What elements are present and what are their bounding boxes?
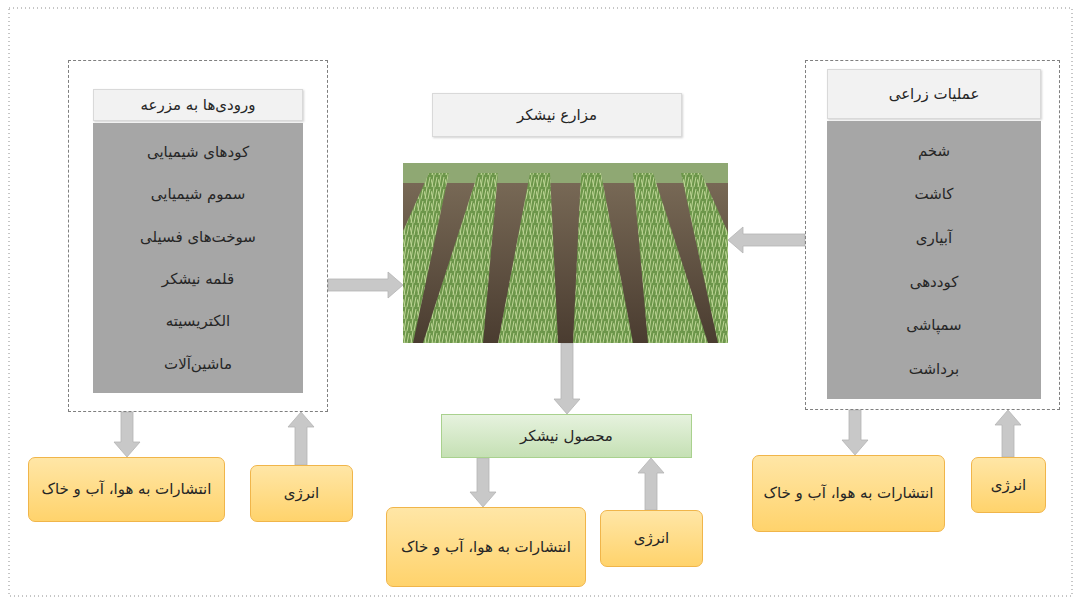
list-item: سموم شیمیایی xyxy=(99,184,297,204)
text-stack: انتشارات به هوا، آب و خاک xyxy=(39,479,214,499)
header-text: عملیات زراعی xyxy=(889,84,980,104)
flow-arrow xyxy=(554,343,580,414)
list-item: قلمه نیشکر xyxy=(99,269,297,289)
energy-box: انرژی xyxy=(971,457,1046,513)
emission-box: انتشارات به هوا، آب و خاک xyxy=(752,455,945,532)
header-text: ورودی‌ها به مزرعه xyxy=(141,95,256,115)
flow-arrow xyxy=(842,410,868,455)
box-text: انرژی xyxy=(982,475,1035,495)
flow-arrow xyxy=(328,272,403,298)
header-box: ورودی‌ها به مزرعه xyxy=(93,89,303,121)
list-item: الکتریسیته xyxy=(99,311,297,331)
header-box: عملیات زراعی xyxy=(827,69,1041,119)
group-box: عملیات زراعی شخم کاشت آبیاری کوددهی سمپاشی برد… xyxy=(805,60,1060,410)
list-item: ماشین‌آلات xyxy=(99,354,297,374)
list-item: کوددهی xyxy=(833,272,1035,292)
list-box: شخم کاشت آبیاری کوددهی سمپاشی برداشت xyxy=(827,121,1041,399)
box-text: انرژی xyxy=(261,483,342,503)
emission-box: انتشارات به هوا، آب و خاک xyxy=(386,507,586,587)
dotted-border xyxy=(9,8,1072,596)
list-item: کودهای شیمیایی xyxy=(99,142,297,162)
group-box: ورودی‌ها به مزرعه کودهای شیمیایی سموم شیمی… xyxy=(68,60,328,412)
box-text: انتشارات به هوا، آب و خاک xyxy=(763,483,934,503)
header-text: مزارع نیشکر xyxy=(517,105,597,125)
text-stack: انتشارات به هوا، آب و خاک xyxy=(397,537,575,557)
flow-arrow xyxy=(995,410,1021,457)
energy-box: انرژی xyxy=(600,510,703,567)
flow-arrow xyxy=(638,458,664,510)
field-illustration xyxy=(403,163,728,343)
list-item: سمپاشی xyxy=(833,315,1035,335)
energy-box: انرژی xyxy=(250,465,353,522)
list-box: کودهای شیمیایی سموم شیمیایی سوخت‌های فسیلی… xyxy=(93,123,303,393)
box-text: انتشارات به هوا، آب و خاک xyxy=(397,537,575,557)
list-item: شخم xyxy=(833,141,1035,161)
field-photo xyxy=(403,163,728,343)
flow-arrow xyxy=(288,412,314,465)
list-item: سوخت‌های فسیلی xyxy=(99,227,297,247)
list-item: کاشت xyxy=(833,184,1035,204)
emission-box: انتشارات به هوا، آب و خاک xyxy=(28,457,225,522)
box-text: انرژی xyxy=(611,528,692,548)
text-stack: انرژی xyxy=(261,483,342,503)
flow-arrow xyxy=(114,412,140,457)
text-stack: انرژی xyxy=(982,475,1035,495)
flow-arrow xyxy=(728,227,805,253)
flow-arrow xyxy=(470,458,496,507)
product-box: محصول نیشکر xyxy=(441,414,692,458)
box-text: انتشارات به هوا، آب و خاک xyxy=(39,479,214,499)
list-item: برداشت xyxy=(833,359,1035,379)
list-item: آبیاری xyxy=(833,228,1035,248)
text-stack: انتشارات به هوا، آب و خاک xyxy=(763,483,934,503)
text-stack: انرژی xyxy=(611,528,692,548)
field-node: مزارع نیشکر xyxy=(403,93,728,343)
text-stack: محصول نیشکر xyxy=(452,426,681,446)
header-box: مزارع نیشکر xyxy=(432,93,682,137)
box-text: محصول نیشکر xyxy=(452,426,681,446)
